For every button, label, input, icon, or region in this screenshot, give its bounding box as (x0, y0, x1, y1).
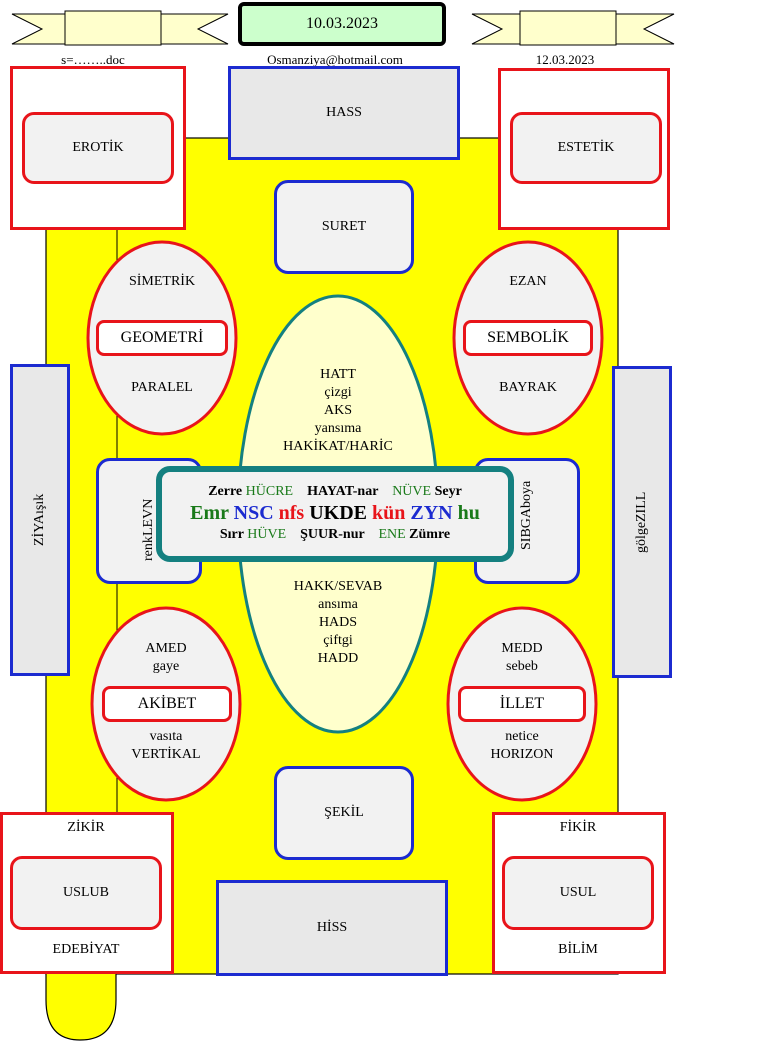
hads-label: HADS (318, 615, 358, 630)
horizon-text: HORIZON (490, 747, 554, 762)
email-label: Osmanziya@hotmail.com (267, 52, 403, 67)
isik-label: ışık (32, 493, 47, 515)
gaye-text: gaye (152, 659, 180, 674)
sibga-label: SIBGA (519, 508, 534, 551)
center-row3-segment: ENE (378, 527, 406, 542)
date-text: 10.03.2023 (306, 15, 378, 32)
edebiyat-label: EDEBİYAT (52, 942, 120, 957)
center-row-2: Emr NSC nfs UKDE kün ZYN hu (162, 502, 508, 525)
golge-label: gölge (634, 521, 649, 553)
center-row2-segment: kün (372, 502, 411, 524)
amed-label: AMED gaye (116, 640, 216, 676)
center-row2-segment: nfs (278, 502, 310, 524)
hass-label: HASS (326, 105, 362, 120)
amed-text: AMED (145, 641, 187, 656)
bilim-label: BİLİM (558, 942, 598, 957)
sembolik-box: SEMBOLİK (463, 320, 593, 356)
zill-box: gölge ZILL (612, 366, 672, 678)
zikir-label: ZİKİR (67, 820, 105, 835)
hakk-label: HAKK/SEVAB (293, 579, 383, 594)
yellow-tab (45, 959, 117, 1041)
central-upper-text: HATT çizgi AKS yansıma HAKİKAT/HARİC (258, 366, 418, 456)
uslub-label: USLUB (63, 885, 109, 900)
ziya-box: ZİYA ışık (10, 364, 70, 676)
boya-label: boya (519, 481, 534, 509)
hatt-label: HATT (320, 367, 356, 382)
akibet-label: AKİBET (137, 695, 197, 712)
zill-label: ZILL (634, 491, 649, 522)
center-row3-segment: Sırr (219, 527, 248, 542)
paralel-label: PARALEL (131, 380, 193, 395)
center-row3-segment: HÜVE (247, 527, 287, 542)
sembolik-label: SEMBOLİK (487, 329, 569, 346)
estetik-label: ESTETİK (557, 140, 615, 155)
hass-box: HASS (228, 66, 460, 160)
center-row-3: Sırr HÜVE ŞUUR-nur ENE Zümre (162, 527, 508, 543)
sebeb-text: sebeb (506, 659, 538, 674)
center-row2-segment: hu (457, 502, 480, 524)
hakikat-label: HAKİKAT/HARİC (283, 439, 393, 454)
suret-box: SURET (274, 180, 414, 274)
center-row3-segment: Zümre (405, 527, 451, 542)
central-lower-text: HAKK/SEVAB ansıma HADS çiftgi HADD (258, 578, 418, 668)
center-row3-segment: ŞUUR-nur (286, 527, 379, 542)
center-row1-segment: NÜVE (392, 484, 432, 499)
right-ribbon-plate (519, 10, 617, 46)
aks-label: AKS (323, 403, 352, 418)
center-row1-segment: Seyr (431, 484, 462, 499)
center-row2-segment: UKDE (309, 502, 373, 524)
cizgi-label: çizgi (324, 385, 352, 400)
center-row1-segment: HAYAT-nar (293, 484, 393, 499)
center-row1-segment: HÜCRE (245, 484, 294, 499)
illet-label: İLLET (499, 695, 545, 712)
center-box: Zerre HÜCRE HAYAT-nar NÜVE Seyr Emr NSC … (156, 466, 514, 562)
center-row1-segment: Zerre (208, 484, 246, 499)
geometri-label: GEOMETRİ (120, 329, 204, 346)
suret-label: SURET (321, 219, 367, 234)
ansima-label: ansıma (318, 597, 358, 612)
medd-text: MEDD (501, 641, 543, 656)
ezan-label: EZAN (509, 274, 547, 289)
hiss-label: HİSS (316, 920, 348, 935)
sekil-label: ŞEKİL (324, 805, 364, 820)
geometri-box: GEOMETRİ (96, 320, 228, 356)
left-ribbon-plate (64, 10, 162, 46)
erotik-box: EROTİK (22, 112, 174, 184)
ziya-label: ZİYA (32, 514, 47, 547)
yansima-label: yansıma (314, 421, 362, 436)
sekil-box: ŞEKİL (274, 766, 414, 860)
netice-label: netice HORIZON (472, 728, 572, 764)
netice-text: netice (505, 729, 539, 744)
akibet-box: AKİBET (102, 686, 232, 722)
vertikal-text: VERTİKAL (131, 747, 201, 762)
simetrik-label: SİMETRİK (128, 274, 196, 289)
fikir-label: FİKİR (559, 820, 597, 835)
center-row2-segment: Emr (190, 502, 234, 524)
center-row2-segment: ZYN (410, 502, 458, 524)
illet-box: İLLET (458, 686, 586, 722)
vasita-text: vasıta (149, 729, 183, 744)
date-box: 10.03.2023 (238, 2, 446, 46)
bayrak-label: BAYRAK (499, 380, 557, 395)
ciftgi-label: çiftgi (323, 633, 353, 648)
erotik-label: EROTİK (72, 140, 124, 155)
hadd-label: HADD (317, 651, 359, 666)
usul-box: USUL (502, 856, 654, 930)
uslub-box: USLUB (10, 856, 162, 930)
left-note: s=……..doc (61, 52, 125, 67)
center-row2-segment: NSC (233, 502, 279, 524)
estetik-box: ESTETİK (510, 112, 662, 184)
center-row-1: Zerre HÜCRE HAYAT-nar NÜVE Seyr (162, 484, 508, 500)
vasita-label: vasıta VERTİKAL (116, 728, 216, 764)
usul-label: USUL (559, 885, 597, 900)
right-date: 12.03.2023 (535, 52, 595, 67)
hiss-box: HİSS (216, 880, 448, 976)
medd-label: MEDD sebeb (472, 640, 572, 676)
